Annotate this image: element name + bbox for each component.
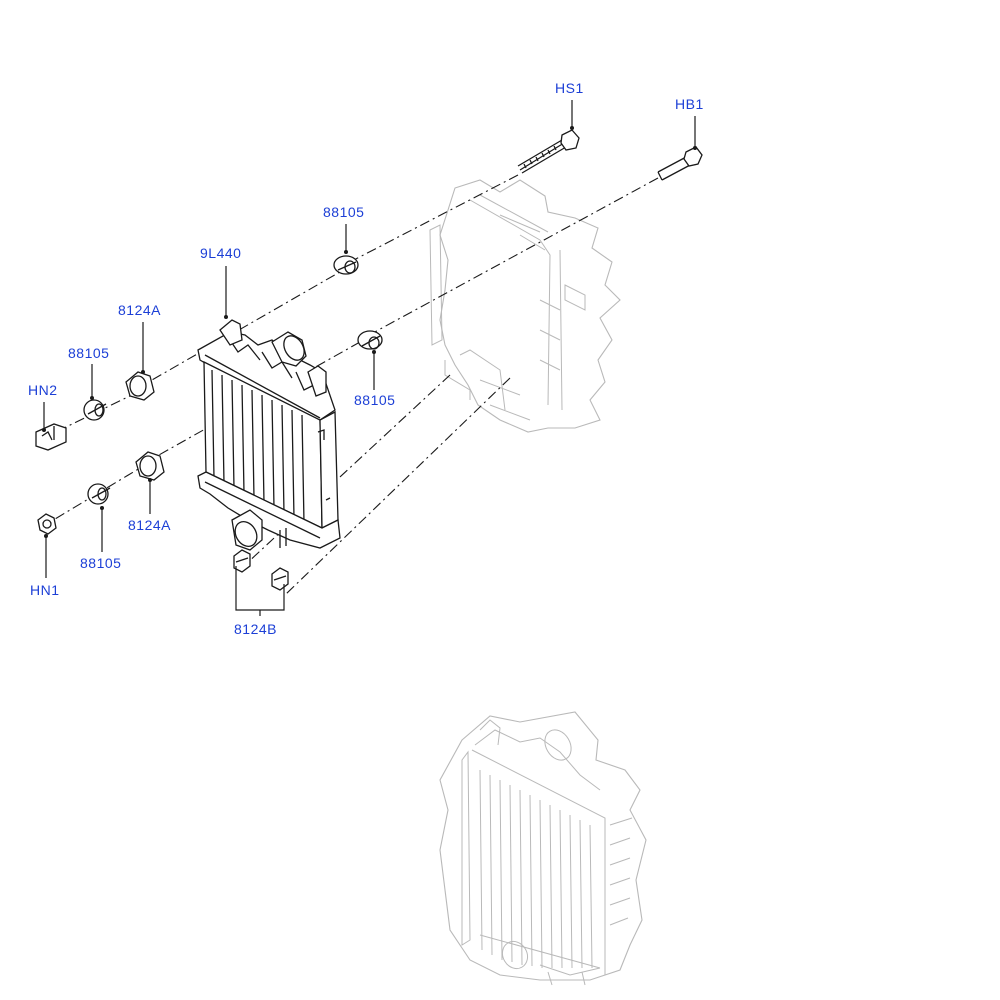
nut-hn1 [37, 513, 57, 538]
callout-hn1: HN1 [30, 582, 60, 598]
bolt-hb1 [657, 146, 703, 181]
isolator-8124b-pair [233, 549, 289, 591]
callout-hs1: HS1 [555, 80, 584, 96]
grommet-88105-top [333, 250, 359, 275]
grommet-88105-right [357, 330, 383, 354]
callout-88105-top: 88105 [323, 204, 365, 220]
callout-8124a-upper: 8124A [118, 302, 161, 318]
intercooler-9l440 [197, 315, 341, 551]
callout-9l440: 9L440 [200, 245, 242, 261]
callout-88105-right: 88105 [354, 392, 396, 408]
clip-nut-hn2 [35, 423, 67, 451]
callout-88105-left: 88105 [68, 345, 110, 361]
callout-8124a-lower: 8124A [128, 517, 171, 533]
callout-8124b: 8124B [234, 621, 277, 637]
radiator-frame-ghost [429, 179, 621, 433]
callout-hn2: HN2 [28, 382, 58, 398]
callout-88105-bottom: 88105 [80, 555, 122, 571]
isolator-8124a-upper [125, 370, 155, 401]
grommet-88105-left [83, 396, 107, 421]
installed-view-ghost [439, 711, 647, 986]
grommet-88105-bottom [87, 483, 111, 510]
isolator-8124a-lower [135, 451, 165, 482]
callout-hb1: HB1 [675, 96, 704, 112]
bolt-hs1 [517, 126, 580, 174]
leader-lines [43, 100, 696, 616]
